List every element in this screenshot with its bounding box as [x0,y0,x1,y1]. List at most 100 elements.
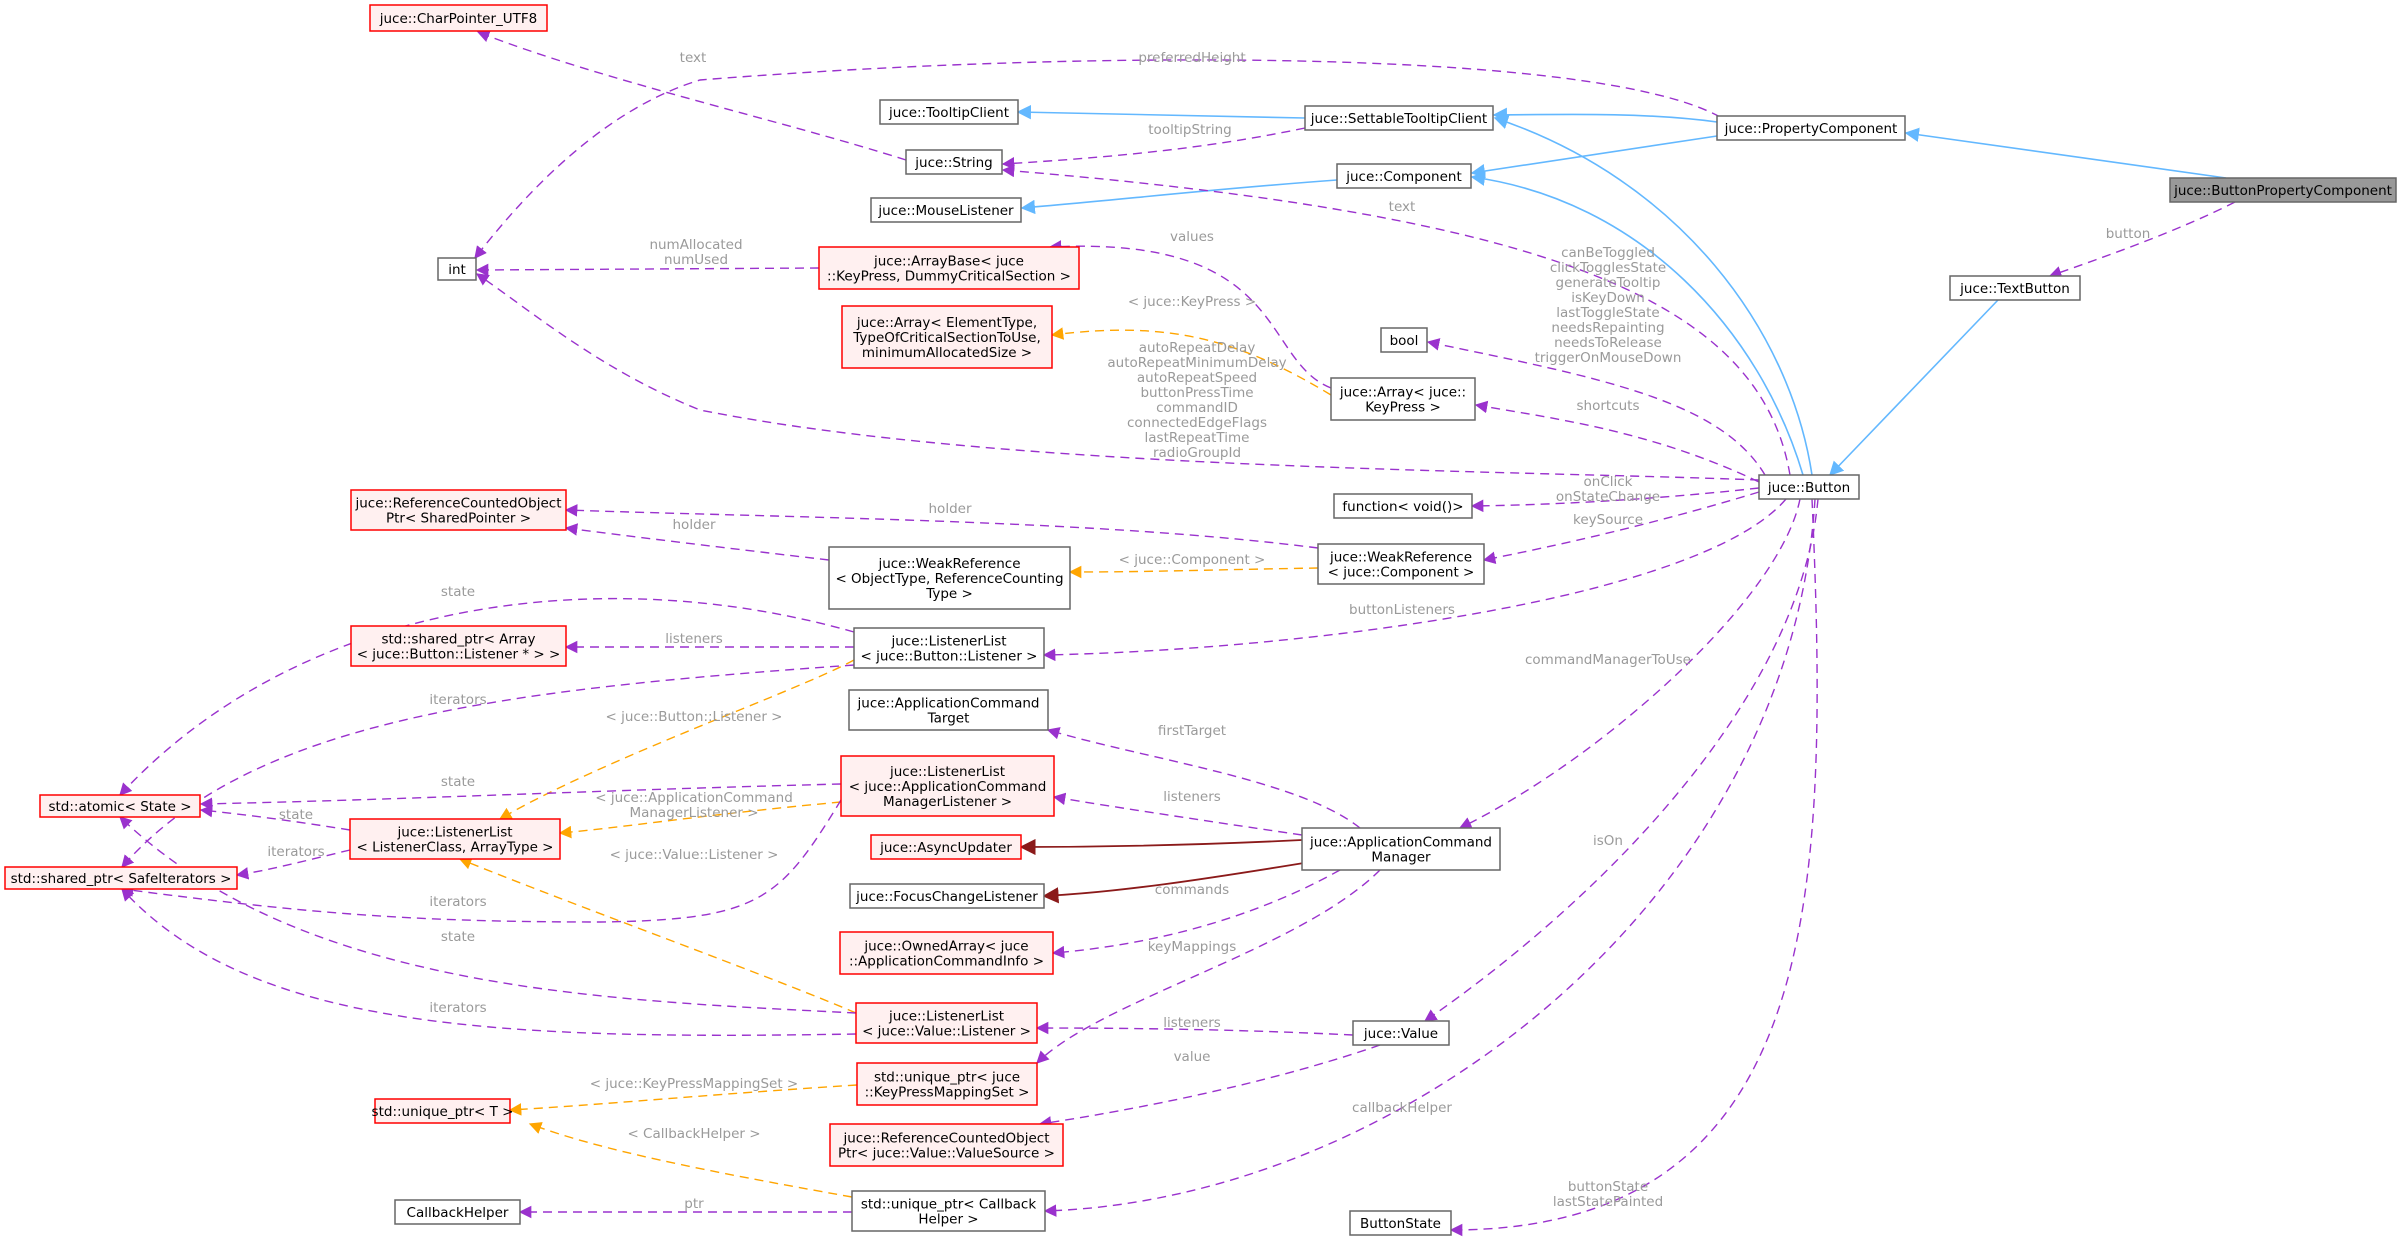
edge-label-int-flags: autoRepeatSpeed [1137,370,1257,386]
node-box-arraybase [818,246,1080,290]
edge-llvalue-to-llgeneric [458,857,857,1014]
node-box-sharedptriter [4,866,238,890]
node-uniqueptrcb[interactable]: std::unique_ptr< CallbackHelper > [851,1190,1046,1232]
edge-button-to-appcmdmanager [1458,498,1801,829]
node-sharedptriter[interactable]: std::shared_ptr< SafeIterators > [4,866,238,890]
node-label-ownedarray: ::ApplicationCommandInfo > [849,954,1044,970]
node-weakrefgeneric[interactable]: juce::WeakReference< ObjectType, Referen… [828,546,1071,610]
node-sharedptrarray[interactable]: std::shared_ptr< Array< juce::Button::Li… [350,625,567,667]
node-box-callbackhelper [394,1199,521,1225]
edge-label-onclick: onStateChange [1556,489,1660,505]
node-component[interactable]: juce::Component [1336,163,1472,189]
node-llvalue[interactable]: juce::ListenerList< juce::Value::Listene… [855,1002,1038,1044]
node-arraybase[interactable]: juce::ArrayBase< juce::KeyPress, DummyCr… [818,246,1080,290]
node-label-appcmdmanager: juce::ApplicationCommand [1309,835,1492,851]
edge-settabletooltip-to-string [1001,127,1306,170]
edge-label-onclick: onClick [1584,474,1633,490]
node-arraykeypress[interactable]: juce::Array< juce::KeyPress > [1330,377,1476,421]
node-label-arraygeneric: minimumAllocatedSize > [862,345,1032,361]
node-label-arraygeneric: juce::Array< ElementType, [856,315,1037,331]
edge-label-value-label: value [1174,1049,1211,1065]
node-label-appcmdmanager: Manager [1371,850,1431,866]
edge-label-int-flags: connectedEdgeFlags [1127,415,1267,431]
node-box-tooltipclient [879,99,1019,125]
node-label-string: juce::String [914,155,992,171]
node-label-llvalue: < juce::Value::Listener > [862,1024,1031,1040]
node-llgeneric[interactable]: juce::ListenerList< ListenerClass, Array… [349,818,561,860]
node-tooltipclient[interactable]: juce::TooltipClient [879,99,1019,125]
edge-textbutton-to-button [1829,299,1999,477]
node-label-focuschange: juce::FocusChangeListener [855,889,1038,905]
edge-label-bool-flags: needsToRelease [1554,335,1662,351]
node-box-component [1336,163,1472,189]
node-focuschange[interactable]: juce::FocusChangeListener [849,883,1045,909]
edge-value-to-refcountedvs [1038,1044,1381,1129]
node-label-value: juce::Value [1363,1026,1438,1042]
node-box-uniqueptrcb [851,1190,1046,1232]
node-mouselistener[interactable]: juce::MouseListener [870,197,1022,223]
node-bool[interactable]: bool [1380,327,1428,353]
edge-button-to-llbutton [1042,498,1787,662]
node-label-button: juce::Button [1767,480,1850,496]
node-label-callbackhelper: CallbackHelper [407,1205,509,1221]
node-settabletooltip[interactable]: juce::SettableTooltipClient [1304,105,1494,131]
edge-propertycomponent-to-component [1470,135,1718,179]
node-weakrefcomp[interactable]: juce::WeakReference< juce::Component > [1317,543,1485,585]
node-asyncupdater[interactable]: juce::AsyncUpdater [870,834,1022,860]
node-string[interactable]: juce::String [905,149,1003,175]
edge-label-values: values [1170,229,1214,245]
edge-button-to-function [1470,487,1760,513]
edge-label-keymappings: keyMappings [1148,939,1237,955]
node-label-arraygeneric: TypeOfCriticalSectionToUse, [852,330,1040,346]
node-callbackhelper[interactable]: CallbackHelper [394,1199,521,1225]
node-label-refcountedvs: Ptr< juce::Value::ValueSource > [838,1146,1055,1162]
node-arraygeneric[interactable]: juce::Array< ElementType,TypeOfCriticalS… [841,305,1053,369]
edge-value-to-llvalue [1035,1021,1354,1036]
node-int[interactable]: int [437,257,477,281]
edge-label-buttonlisteners: buttonListeners [1349,602,1455,618]
node-llbutton[interactable]: juce::ListenerList< juce::Button::Listen… [853,627,1045,669]
edge-label-state2: state [441,774,475,790]
edge-label-tooltipstring: tooltipString [1148,122,1231,138]
node-buttonstate[interactable]: ButtonState [1349,1210,1452,1236]
edge-label-int-flags: autoRepeatDelay [1139,340,1256,356]
node-buttonpropertycomponent[interactable]: juce::ButtonPropertyComponent [2169,177,2397,203]
node-value[interactable]: juce::Value [1352,1020,1450,1046]
node-box-focuschange [849,883,1045,909]
edge-appcmdmanager-to-focuschange [1042,861,1311,904]
edge-label-listeners2: listeners [1163,789,1221,805]
node-label-refcountedsp: juce::ReferenceCountedObject [354,496,561,512]
node-atomic[interactable]: std::atomic< State > [39,794,201,818]
node-box-buttonstate [1349,1210,1452,1236]
node-button[interactable]: juce::Button [1758,474,1860,500]
node-label-sharedptrarray: < juce::Button::Listener * > > [357,647,561,663]
node-box-llgeneric [349,818,561,860]
edge-label-ison: isOn [1593,833,1623,849]
edge-label-iterators3: iterators [429,894,486,910]
node-box-arraykeypress [1330,377,1476,421]
edge-button-to-component [1470,171,1804,476]
edge-label-iterators1: iterators [429,692,486,708]
node-label-llappcmd: < juce::ApplicationCommand [849,779,1047,795]
node-uniqueptrkpms[interactable]: std::unique_ptr< juce::KeyPressMappingSe… [856,1062,1038,1106]
edge-label-listeners3: listeners [1163,1015,1221,1031]
node-label-uniqueptrkpms: ::KeyPressMappingSet > [865,1085,1030,1101]
edge-button-to-bool [1426,338,1766,476]
node-propertycomponent[interactable]: juce::PropertyComponent [1716,115,1906,141]
node-label-component: juce::Component [1345,169,1462,185]
node-charpointer[interactable]: juce::CharPointer_UTF8 [369,4,548,32]
edge-buttonpropertycomponent-to-propertycomponent [1904,127,2227,179]
edge-label-numallocated: numUsed [664,252,728,268]
node-uniqueptrt[interactable]: std::unique_ptr< T > [372,1098,514,1124]
node-function[interactable]: function< void()> [1333,493,1473,519]
node-ownedarray[interactable]: juce::OwnedArray< juce::ApplicationComma… [839,931,1054,975]
edge-label-int-flags: commandID [1156,400,1238,416]
node-llappcmd[interactable]: juce::ListenerList< juce::ApplicationCom… [840,755,1055,817]
node-textbutton[interactable]: juce::TextButton [1949,275,2081,301]
node-box-llappcmd [840,755,1055,817]
edge-label-holder2: holder [673,517,716,533]
